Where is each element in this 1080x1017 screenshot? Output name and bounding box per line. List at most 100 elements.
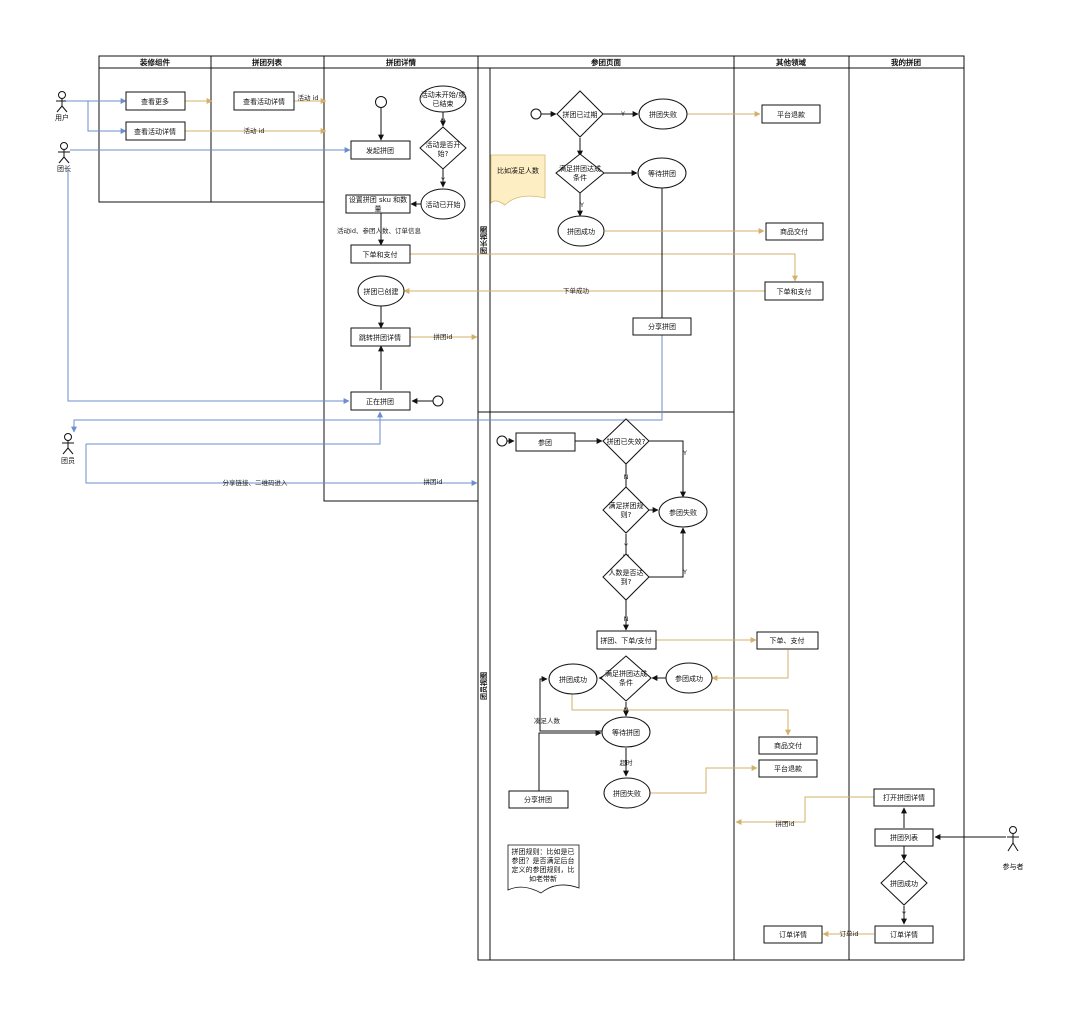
svg-text:下单和支付: 下单和支付 <box>363 250 398 259</box>
node-expired-decision: 拼团已过期 <box>556 90 604 138</box>
svg-text:拼团规则：比如是已: 拼团规则：比如是已 <box>512 847 575 856</box>
svg-text:商品交付: 商品交付 <box>774 741 802 750</box>
header-join-page: 参团页面 <box>591 57 621 67</box>
node-refund-member: 平台退款 <box>758 759 818 778</box>
svg-text:下单和支付: 下单和支付 <box>777 287 812 296</box>
svg-text:下单、支付: 下单、支付 <box>770 636 805 645</box>
svg-text:参团成功: 参团成功 <box>675 674 703 683</box>
actor-participant <box>1007 826 1019 852</box>
member-view-label: 团员视图 <box>479 672 488 700</box>
node-share-member: 分享拼团 <box>508 790 569 809</box>
actor-leader-label: 团长 <box>57 164 71 173</box>
node-meet-cond-leader: 满足拼团达成 条件 <box>555 153 605 194</box>
node-join-fail: 参团失败 <box>658 496 708 528</box>
start-dot-detail <box>375 96 387 108</box>
svg-text:拼团已失效?: 拼团已失效? <box>607 437 646 446</box>
svg-text:条件: 条件 <box>573 173 587 182</box>
svg-text:满足拼团规: 满足拼团规 <box>609 501 644 510</box>
node-success-decision: 拼团成功 <box>880 860 928 906</box>
node-meet-rule-decision: 满足拼团规 则? <box>602 486 650 534</box>
header-other-domain: 其他领域 <box>776 57 806 67</box>
label-activity-id-b: 活动 id <box>244 126 265 135</box>
svg-text:订单详情: 订单详情 <box>890 930 918 939</box>
svg-text:分享拼团: 分享拼团 <box>648 322 676 331</box>
edges <box>66 98 1006 937</box>
node-start-group: 发起拼团 <box>350 140 411 160</box>
node-group-failed-decision: 拼团已失效? <box>602 418 650 465</box>
svg-text:分享拼团: 分享拼团 <box>524 795 552 804</box>
node-grouping: 正在拼团 <box>350 391 411 411</box>
lane-headers: 装修组件 拼团列表 拼团详情 参团页面 其他领域 我的拼团 <box>139 57 921 67</box>
leader-view-label: 团长视图 <box>479 226 488 254</box>
actor-participant-label: 参与者 <box>1003 862 1024 871</box>
actor-member-label: 团员 <box>61 457 75 465</box>
node-order-pay-other: 下单和支付 <box>764 281 824 301</box>
node-order-pay-member-other: 下单、支付 <box>756 631 819 650</box>
node-group-list: 拼团列表 <box>874 828 934 847</box>
svg-text:平台退款: 平台退款 <box>777 110 805 119</box>
node-group-created: 拼团已创建 <box>357 275 405 307</box>
label-activity-id-a: 活动 id <box>298 93 319 102</box>
svg-text:拼团、下单/支付: 拼团、下单/支付 <box>600 636 651 645</box>
node-note-count: 比如凑足人数 <box>490 154 546 206</box>
svg-text:拼团失败: 拼团失败 <box>613 789 641 798</box>
svg-text:设置拼团 sku 和数: 设置拼团 sku 和数 <box>349 195 407 204</box>
svg-text:发起拼团: 发起拼团 <box>366 146 394 155</box>
node-order-pay: 下单和支付 <box>350 244 411 264</box>
svg-text:参团？是否满足后台: 参团？是否满足后台 <box>512 856 575 865</box>
label-y-f: Y <box>682 568 687 576</box>
node-share-leader: 分享拼团 <box>632 317 692 336</box>
svg-text:打开拼团详情: 打开拼团详情 <box>883 793 925 802</box>
node-deliver-member: 商品交付 <box>758 736 818 755</box>
label-group-id-b: 拼团id <box>424 477 443 486</box>
node-view-more: 查看更多 <box>125 91 186 111</box>
header-my-group: 我的拼团 <box>891 57 921 67</box>
svg-text:拼团失败: 拼团失败 <box>649 110 677 119</box>
label-group-id-a: 拼团id <box>434 332 453 341</box>
node-join: 参团 <box>515 432 576 452</box>
svg-text:拼团已过期: 拼团已过期 <box>563 110 598 119</box>
svg-text:平台退款: 平台退款 <box>774 764 802 773</box>
svg-text:跳转拼团详情: 跳转拼团详情 <box>359 333 401 342</box>
svg-text:活动已开始: 活动已开始 <box>426 200 461 209</box>
label-y-c: Y <box>579 201 584 209</box>
actor-leader <box>58 142 70 164</box>
label-count-full: 凑足人数 <box>534 716 561 725</box>
label-y-e: Y <box>623 542 628 550</box>
svg-text:则?: 则? <box>621 511 632 519</box>
swimlanes <box>98 55 965 961</box>
edge-labels: 活动 id 活动 id N Y 活动id、参团人数、订单信息 下单成功 拼团id… <box>223 93 907 938</box>
actor-user-label: 用户 <box>55 113 69 122</box>
label-order-success: 下单成功 <box>563 286 590 295</box>
node-meet-cond-member: 满足拼团达成 条件 <box>600 655 652 702</box>
label-n-b: N <box>624 473 629 481</box>
svg-text:订单详情: 订单详情 <box>779 930 807 939</box>
svg-text:量: 量 <box>375 205 382 213</box>
svg-text:人数是否达: 人数是否达 <box>609 568 644 577</box>
label-n-d: N <box>624 706 629 714</box>
svg-text:等待拼团: 等待拼团 <box>648 169 676 178</box>
actor-member <box>62 433 74 455</box>
label-y-g: Y <box>901 910 906 918</box>
actor-user <box>56 91 68 113</box>
node-success-member: 拼团成功 <box>548 663 598 695</box>
node-group-order-pay: 拼团、下单/支付 <box>596 630 657 650</box>
svg-text:活动未开始/或: 活动未开始/或 <box>421 90 465 99</box>
label-n-a: N <box>441 117 446 125</box>
svg-text:等待拼团: 等待拼团 <box>612 728 640 737</box>
svg-text:拼团成功: 拼团成功 <box>890 879 918 888</box>
svg-text:查看活动详情: 查看活动详情 <box>243 97 285 106</box>
node-fail-leader: 拼团失败 <box>638 98 688 130</box>
node-refund-leader: 平台退款 <box>761 104 821 124</box>
node-open-detail: 打开拼团详情 <box>873 788 935 807</box>
svg-text:参团失败: 参团失败 <box>669 508 697 517</box>
svg-text:活动是否开: 活动是否开 <box>426 140 461 149</box>
label-y-d: Y <box>682 449 687 457</box>
label-params: 活动id、参团人数、订单信息 <box>337 226 421 235</box>
node-success-leader: 拼团成功 <box>557 215 605 247</box>
node-list-view-activity-detail: 查看活动详情 <box>233 91 295 111</box>
svg-text:拼团列表: 拼团列表 <box>890 833 918 842</box>
label-y-a: Y <box>440 176 445 184</box>
node-activity-started-decision: 活动是否开 始? <box>419 126 467 170</box>
